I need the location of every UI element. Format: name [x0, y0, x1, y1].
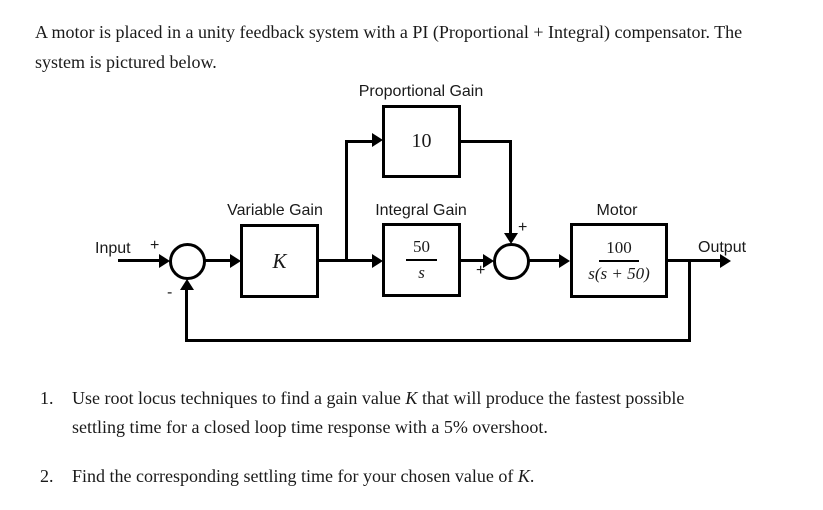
intro-paragraph: A motor is placed in a unity feedback sy…	[35, 22, 743, 72]
sum2-plus-top-sign: +	[518, 219, 528, 236]
feedback-bottom-hline	[185, 339, 691, 342]
feedback-arrowhead-icon	[180, 279, 194, 290]
integral-gain-label: Integral Gain	[375, 202, 467, 219]
input-signal-line	[118, 259, 162, 262]
output-arrowhead-icon	[720, 254, 731, 268]
proportional-to-sum2-vline	[509, 140, 512, 235]
integral-gain-denominator: s	[418, 263, 425, 282]
motor-label: Motor	[596, 202, 638, 219]
question-1-variable: K	[405, 388, 418, 408]
question-2-pre: Find the corresponding settling time for…	[72, 466, 518, 486]
integral-gain-block: 50 s	[382, 223, 461, 297]
proportional-gain-value: 10	[411, 130, 432, 152]
output-signal-line	[666, 259, 722, 262]
input-arrowhead-icon	[159, 254, 170, 268]
feedback-up-vline	[185, 288, 188, 341]
k-to-integral-arrowhead-icon	[372, 254, 383, 268]
question-1-post: that will produce the fastest possible s…	[72, 388, 685, 437]
output-label: Output	[698, 239, 747, 256]
variable-gain-value: K	[272, 248, 287, 273]
sum2-plus-left-sign: +	[476, 262, 486, 279]
branch-to-proportional-hline	[345, 140, 374, 143]
sum1-plus-sign: +	[150, 237, 160, 254]
sum2-to-motor-arrowhead-icon	[559, 254, 570, 268]
variable-gain-label: Variable Gain	[227, 202, 323, 219]
question-1-pre: Use root locus techniques to find a gain…	[72, 388, 406, 408]
summing-junction-input	[169, 243, 206, 280]
question-2: 2. Find the corresponding settling time f…	[40, 462, 780, 491]
motor-numerator: 100	[599, 238, 639, 262]
question-1: 1. Use root locus techniques to find a ga…	[40, 384, 780, 442]
motor-transfer-function: 100 s(s + 50)	[588, 238, 650, 284]
feedback-down-vline	[688, 260, 691, 342]
input-label: Input	[95, 240, 131, 257]
sum1-to-k-arrowhead-icon	[230, 254, 241, 268]
motor-denominator: s(s + 50)	[588, 263, 650, 283]
question-2-text: Find the corresponding settling time for…	[72, 462, 740, 491]
question-1-number: 1.	[40, 388, 54, 408]
proportional-to-sum2-arrowhead-icon	[504, 233, 518, 244]
feedback-system-block-diagram: Proportional Gain Variable Gain Integral…	[95, 83, 747, 342]
question-2-number: 2.	[40, 466, 54, 486]
question-1-text: Use root locus techniques to find a gain…	[72, 384, 740, 442]
proportional-gain-block: 10	[382, 105, 461, 178]
motor-block: 100 s(s + 50)	[570, 223, 668, 298]
branch-to-proportional-arrowhead-icon	[372, 133, 383, 147]
sum1-to-k-line	[204, 259, 232, 262]
variable-gain-block: K	[240, 224, 319, 298]
integral-to-sum2-arrowhead-icon	[483, 254, 494, 268]
integral-gain-transfer-function: 50 s	[406, 237, 437, 283]
proportional-output-hline	[459, 140, 512, 143]
summing-junction-pi	[493, 243, 530, 280]
integral-to-sum2-line	[459, 259, 485, 262]
proportional-gain-label: Proportional Gain	[358, 83, 484, 100]
branch-to-proportional-vline	[345, 141, 348, 262]
sum1-minus-sign: -	[167, 284, 173, 301]
sum2-to-motor-line	[528, 259, 561, 262]
integral-gain-numerator: 50	[406, 237, 437, 261]
question-2-variable: K	[517, 466, 530, 486]
question-2-post: .	[529, 466, 535, 486]
